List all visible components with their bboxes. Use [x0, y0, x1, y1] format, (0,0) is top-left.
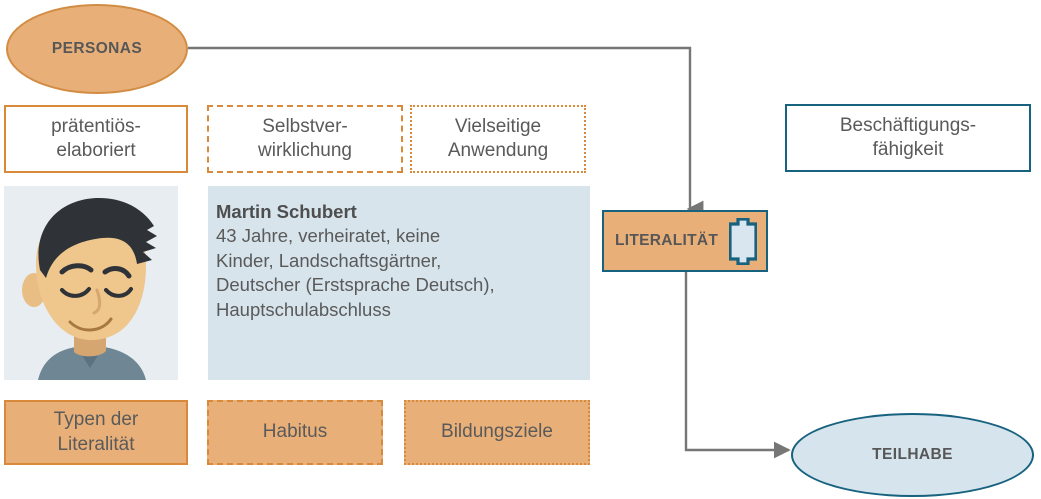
- attribute-label: Selbstver- wirklichung: [258, 115, 352, 161]
- outcome-box-beschaeftigungsfaehigkeit[interactable]: Beschäftigungs- fähigkeit: [785, 104, 1031, 172]
- persona-details: 43 Jahre, verheiratet, keine Kinder, Lan…: [216, 225, 495, 320]
- node-teilhabe[interactable]: TEILHABE: [791, 413, 1034, 497]
- node-teilhabe-label: TEILHABE: [872, 446, 953, 463]
- connector-literalitaet-to-teilhabe: [684, 272, 775, 452]
- node-literalitaet[interactable]: LITERALITÄT: [602, 210, 768, 272]
- attribute-label: prätentiös- elaboriert: [51, 115, 141, 161]
- attribute-label: Habitus: [262, 421, 328, 443]
- persona-info-card: Martin Schubert 43 Jahre, verheiratet, k…: [208, 186, 590, 380]
- attribute-label: Vielseitige Anwendung: [447, 115, 549, 161]
- attribute-box-typen-der-literalitaet[interactable]: Typen der Literalität: [4, 400, 188, 465]
- node-personas-label: PERSONAS: [51, 40, 143, 57]
- attribute-label: Bildungsziele: [441, 421, 553, 443]
- node-personas[interactable]: PERSONAS: [6, 4, 188, 94]
- attribute-box-bildungsziele[interactable]: Bildungsziele: [404, 400, 590, 465]
- avatar-illustration-svg: [4, 186, 178, 380]
- attribute-box-praetentioes-elaboriert[interactable]: prätentiös- elaboriert: [4, 105, 188, 173]
- node-literalitaet-label: LITERALITÄT: [615, 232, 719, 249]
- attribute-box-vielseitige-anwendung[interactable]: Vielseitige Anwendung: [410, 105, 586, 173]
- persona-avatar: [4, 186, 178, 380]
- outcome-label: Beschäftigungs- fähigkeit: [839, 114, 977, 160]
- attribute-box-habitus[interactable]: Habitus: [207, 400, 383, 465]
- persona-name: Martin Schubert: [216, 201, 357, 222]
- book-icon: [729, 218, 757, 265]
- attribute-label: Typen der Literalität: [53, 409, 139, 455]
- attribute-box-selbstverwirklichung[interactable]: Selbstver- wirklichung: [207, 105, 403, 173]
